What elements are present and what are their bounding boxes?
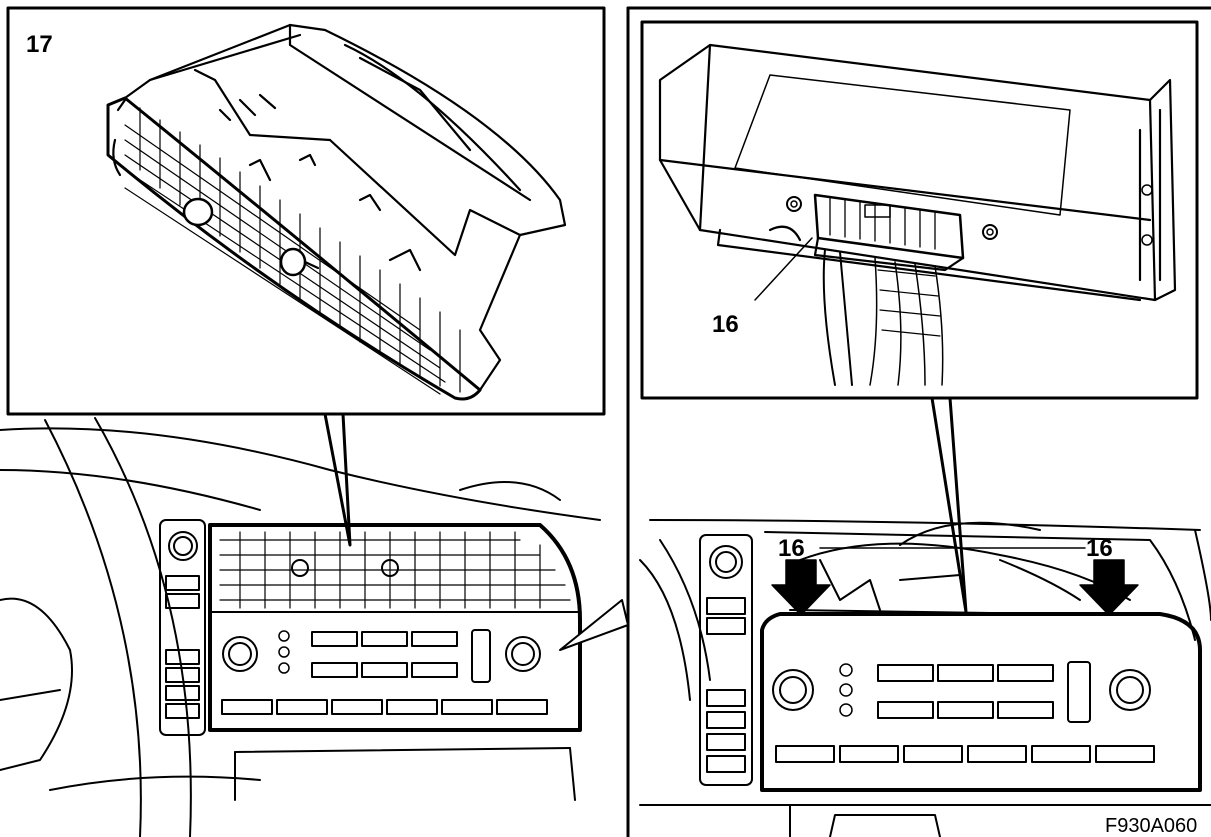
left-panel: 17 bbox=[0, 6, 606, 837]
right-panel: 16 16 bbox=[639, 20, 1211, 837]
right-callout-wedge bbox=[930, 396, 968, 614]
left-callout-wedge bbox=[323, 412, 352, 547]
left-dashboard bbox=[0, 417, 601, 837]
label-16-arrow-right: 16 bbox=[1086, 535, 1113, 562]
left-console bbox=[208, 523, 582, 732]
inset-17-drawing bbox=[106, 23, 567, 401]
right-dashboard bbox=[639, 519, 1211, 837]
inset-16-drawing bbox=[658, 43, 1177, 386]
arrow-right bbox=[1079, 559, 1139, 616]
left-switch-column bbox=[159, 519, 206, 736]
vent-grid bbox=[219, 531, 571, 609]
right-switch-column bbox=[699, 534, 753, 786]
arrow-left bbox=[771, 559, 831, 616]
figure-code: F930A060 bbox=[1105, 815, 1197, 837]
label-16-connector: 16 bbox=[712, 311, 739, 338]
inset-17-frame bbox=[6, 6, 606, 416]
label-17: 17 bbox=[26, 31, 53, 58]
cross-callout-wedge bbox=[559, 599, 629, 651]
label-16-arrow-left: 16 bbox=[778, 535, 805, 562]
right-console bbox=[760, 612, 1202, 792]
